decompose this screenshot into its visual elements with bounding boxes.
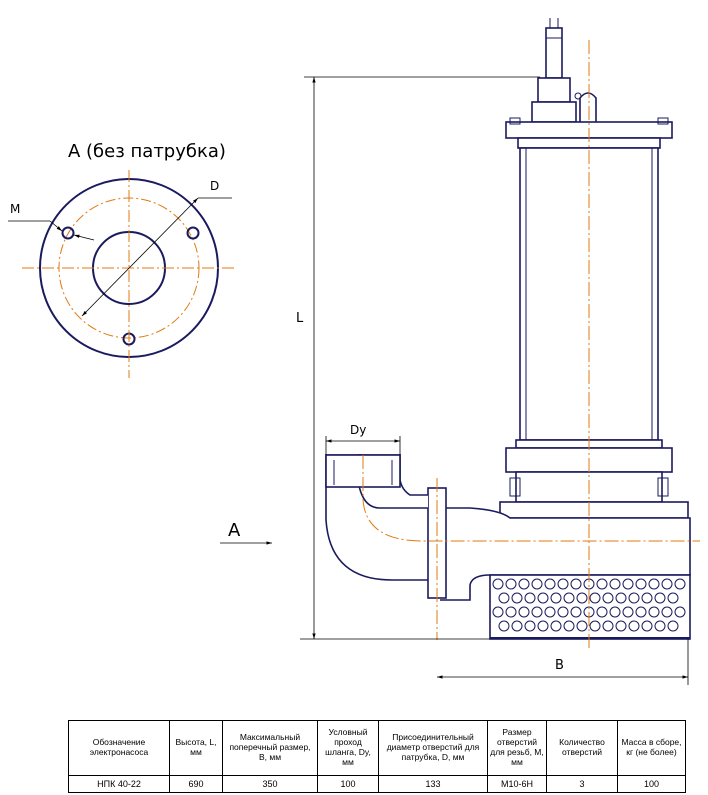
strainer-hole xyxy=(524,592,536,604)
header-max-width: Максимальный поперечный размер, B, мм xyxy=(222,720,318,776)
strainer-hole xyxy=(661,578,673,590)
strainer-hole xyxy=(511,620,523,632)
strainer-hole xyxy=(602,592,614,604)
strainer-hole xyxy=(544,578,556,590)
diameter-label: D xyxy=(210,179,219,193)
cable-gland-base xyxy=(531,101,577,123)
cell-hole-diameter: 133 xyxy=(378,775,488,793)
strainer-hole xyxy=(498,592,510,604)
strainer-hole xyxy=(596,606,608,618)
header-height: Высота, L, мм xyxy=(169,720,223,776)
thread-leader-inner xyxy=(73,234,95,241)
header-designation: Обозначение электронасоса xyxy=(68,720,170,776)
cell-max-width: 350 xyxy=(222,775,318,793)
strainer-hole xyxy=(511,592,523,604)
strainer-hole xyxy=(635,606,647,618)
flange-view-a: А (без патрубка) D M xyxy=(8,141,236,378)
dimensions xyxy=(220,76,689,685)
strainer-hole xyxy=(492,578,504,590)
strainer-hole xyxy=(602,620,614,632)
strainer-hole xyxy=(570,578,582,590)
strainer-hole xyxy=(544,606,556,618)
strainer-hole xyxy=(557,606,569,618)
strainer-hole xyxy=(589,592,601,604)
strainer-hole xyxy=(563,592,575,604)
strainer-hole xyxy=(596,578,608,590)
thread-leader xyxy=(49,220,63,232)
strainer-hole xyxy=(524,620,536,632)
strainer-hole xyxy=(537,592,549,604)
header-thread-size: Размер отверстий для резьб, M, мм xyxy=(487,720,547,776)
view-arrow-label: А xyxy=(228,520,241,541)
strainer-hole xyxy=(648,578,660,590)
strainer-hole xyxy=(550,620,562,632)
strainer-hole xyxy=(518,578,530,590)
pump-technical-drawing: А (без патрубка) D M xyxy=(8,18,700,685)
strainer-hole xyxy=(622,606,634,618)
cell-height: 690 xyxy=(169,775,223,793)
thread-label: M xyxy=(10,202,20,216)
strainer-hole xyxy=(674,578,686,590)
table-header-row: Обозначение электронасоса Высота, L, мм … xyxy=(68,720,686,776)
strainer-hole xyxy=(537,620,549,632)
strainer-hole xyxy=(563,620,575,632)
strainer-hole xyxy=(628,620,640,632)
cable-gland xyxy=(537,77,571,103)
cell-hole-count: 3 xyxy=(546,775,618,793)
pump-side-view xyxy=(325,18,691,640)
strainer-hole xyxy=(609,606,621,618)
strainer-hole xyxy=(641,592,653,604)
header-hole-diameter: Присоединительный диаметр отверстий для … xyxy=(378,720,488,776)
strainer-hole xyxy=(674,606,686,618)
specification-table: Обозначение электронасоса Высота, L, мм … xyxy=(68,720,686,793)
strainer-hole xyxy=(505,578,517,590)
pump-body xyxy=(499,501,689,519)
pump-centerlines xyxy=(362,40,700,650)
strainer-hole xyxy=(557,578,569,590)
length-label: L xyxy=(296,311,304,326)
diameter-dimension-line xyxy=(81,197,199,317)
cell-hose-bore: 100 xyxy=(317,775,379,793)
strainer-hole xyxy=(576,620,588,632)
strainer-hole xyxy=(641,620,653,632)
strainer-hole xyxy=(589,620,601,632)
strainer-hole xyxy=(570,606,582,618)
strainer-hole xyxy=(667,592,679,604)
header-hole-count: Количество отверстий xyxy=(546,720,618,776)
strainer-hole xyxy=(531,578,543,590)
strainer-hole xyxy=(576,592,588,604)
strainer-hole xyxy=(505,606,517,618)
strainer-hole xyxy=(628,592,640,604)
strainer-hole xyxy=(648,606,660,618)
header-hose-bore: Условный проход шланга, Dy, мм xyxy=(317,720,379,776)
strainer-hole xyxy=(635,578,647,590)
strainer-hole xyxy=(661,606,673,618)
strainer-holes xyxy=(492,578,686,632)
strainer-hole xyxy=(615,620,627,632)
cell-mass: 100 xyxy=(617,775,686,793)
cable-entry xyxy=(545,27,563,79)
strainer-hole xyxy=(492,606,504,618)
strainer-hole xyxy=(654,592,666,604)
lifting-handle xyxy=(579,92,597,122)
cell-thread-size: М10-6Н xyxy=(487,775,547,793)
bolt-hole-left xyxy=(61,226,75,240)
strainer-hole xyxy=(654,620,666,632)
strainer-hole xyxy=(518,606,530,618)
header-mass: Масса в сборе, кг (не более) xyxy=(617,720,686,776)
strainer-hole xyxy=(609,578,621,590)
strainer-hole xyxy=(667,620,679,632)
table-row: НПК 40-22 690 350 100 133 М10-6Н 3 100 xyxy=(68,775,686,793)
view-title: А (без патрубка) xyxy=(68,141,226,162)
strainer-hole xyxy=(550,592,562,604)
strainer-hole xyxy=(498,620,510,632)
cell-designation: НПК 40-22 xyxy=(68,775,170,793)
hose-label: Dy xyxy=(350,423,366,437)
strainer-hole xyxy=(622,578,634,590)
width-label: B xyxy=(555,658,564,673)
strainer-hole xyxy=(531,606,543,618)
strainer-hole xyxy=(615,592,627,604)
